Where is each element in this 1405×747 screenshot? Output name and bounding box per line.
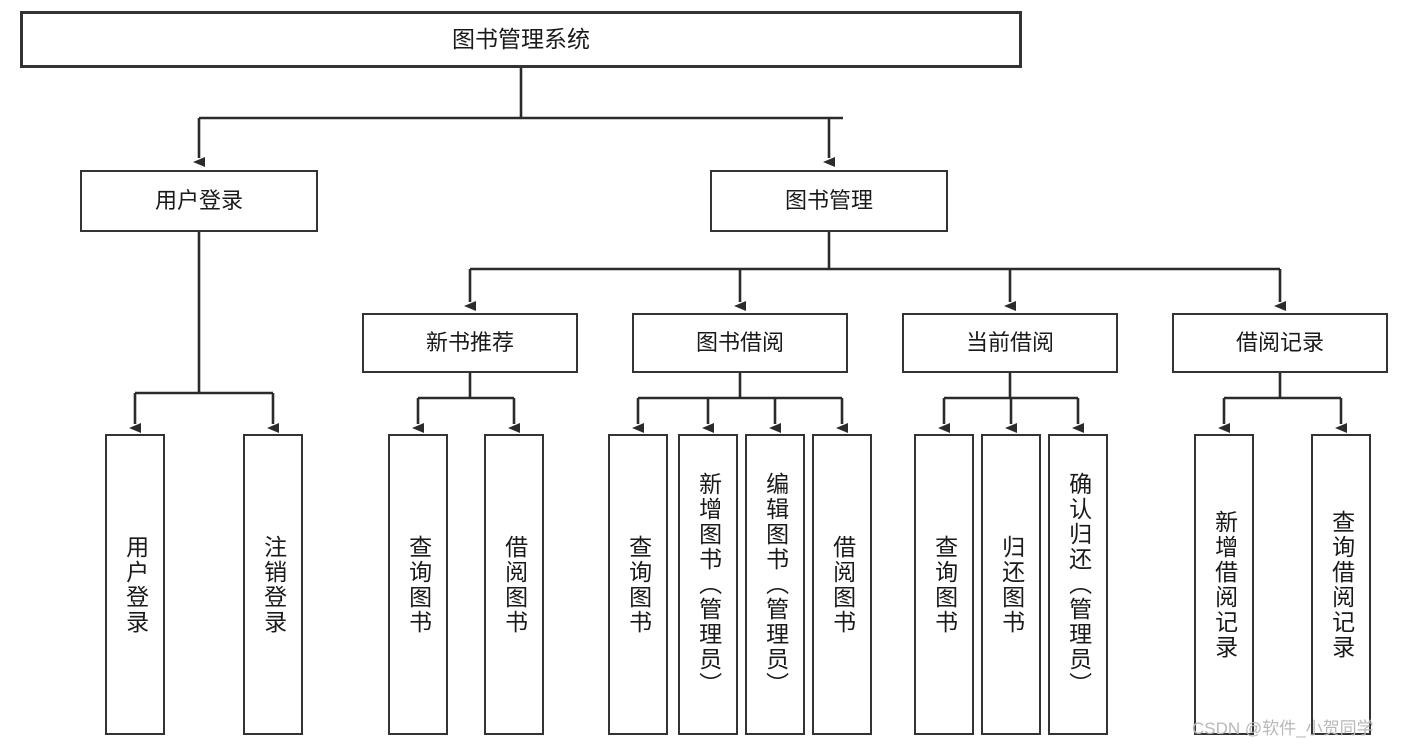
csdn-watermark: CSDN @软件_小贺同学 bbox=[1192, 719, 1374, 738]
node-leaf-confirm-return-admin[interactable]: 确认归还（管理员） bbox=[1048, 434, 1108, 735]
node-leaf-user-login[interactable]: 用户登录 bbox=[105, 434, 165, 735]
node-label: 编辑图书（管理员） bbox=[762, 472, 789, 697]
node-leaf-borrow-book-recommend[interactable]: 借阅图书 bbox=[484, 434, 544, 735]
node-leaf-query-borrow-record[interactable]: 查询借阅记录 bbox=[1311, 434, 1371, 735]
node-leaf-edit-book-admin[interactable]: 编辑图书（管理员） bbox=[745, 434, 805, 735]
node-leaf-query-book-recommend[interactable]: 查询图书 bbox=[388, 434, 448, 735]
node-label: 借阅图书 bbox=[501, 534, 528, 635]
node-label: 确认归还（管理员） bbox=[1065, 472, 1092, 697]
node-label: 当前借阅 bbox=[965, 329, 1054, 355]
node-new-book-recommend[interactable]: 新书推荐 bbox=[362, 313, 578, 373]
node-label: 新增图书（管理员） bbox=[695, 472, 722, 697]
node-label: 用户登录 bbox=[122, 534, 149, 635]
node-leaf-return-book[interactable]: 归还图书 bbox=[981, 434, 1041, 735]
node-label: 用户登录 bbox=[154, 187, 243, 213]
node-book-borrow[interactable]: 图书借阅 bbox=[632, 313, 848, 373]
node-label: 新增借阅记录 bbox=[1211, 509, 1238, 660]
node-label: 注销登录 bbox=[260, 534, 287, 635]
node-label: 归还图书 bbox=[998, 534, 1025, 635]
node-root-book-management-system[interactable]: 图书管理系统 bbox=[20, 11, 1022, 68]
node-leaf-query-book-borrow[interactable]: 查询图书 bbox=[608, 434, 668, 735]
node-label: 借阅记录 bbox=[1235, 329, 1324, 355]
node-leaf-add-borrow-record[interactable]: 新增借阅记录 bbox=[1194, 434, 1254, 735]
node-leaf-add-book-admin[interactable]: 新增图书（管理员） bbox=[678, 434, 738, 735]
node-label: 图书管理 bbox=[784, 187, 873, 213]
node-label: 图书管理系统 bbox=[452, 25, 590, 52]
node-book-management[interactable]: 图书管理 bbox=[710, 170, 948, 232]
node-label: 查询图书 bbox=[405, 534, 432, 635]
node-leaf-query-book-current[interactable]: 查询图书 bbox=[914, 434, 974, 735]
node-borrow-record[interactable]: 借阅记录 bbox=[1172, 313, 1388, 373]
node-user-login[interactable]: 用户登录 bbox=[80, 170, 318, 232]
node-label: 查询图书 bbox=[625, 534, 652, 635]
node-leaf-user-logout[interactable]: 注销登录 bbox=[243, 434, 303, 735]
node-label: 查询图书 bbox=[931, 534, 958, 635]
node-label: 借阅图书 bbox=[829, 534, 856, 635]
node-label: 图书借阅 bbox=[695, 329, 784, 355]
node-leaf-borrow-book[interactable]: 借阅图书 bbox=[812, 434, 872, 735]
node-label: 查询借阅记录 bbox=[1328, 509, 1355, 660]
node-current-borrow[interactable]: 当前借阅 bbox=[902, 313, 1118, 373]
node-label: 新书推荐 bbox=[425, 329, 514, 355]
